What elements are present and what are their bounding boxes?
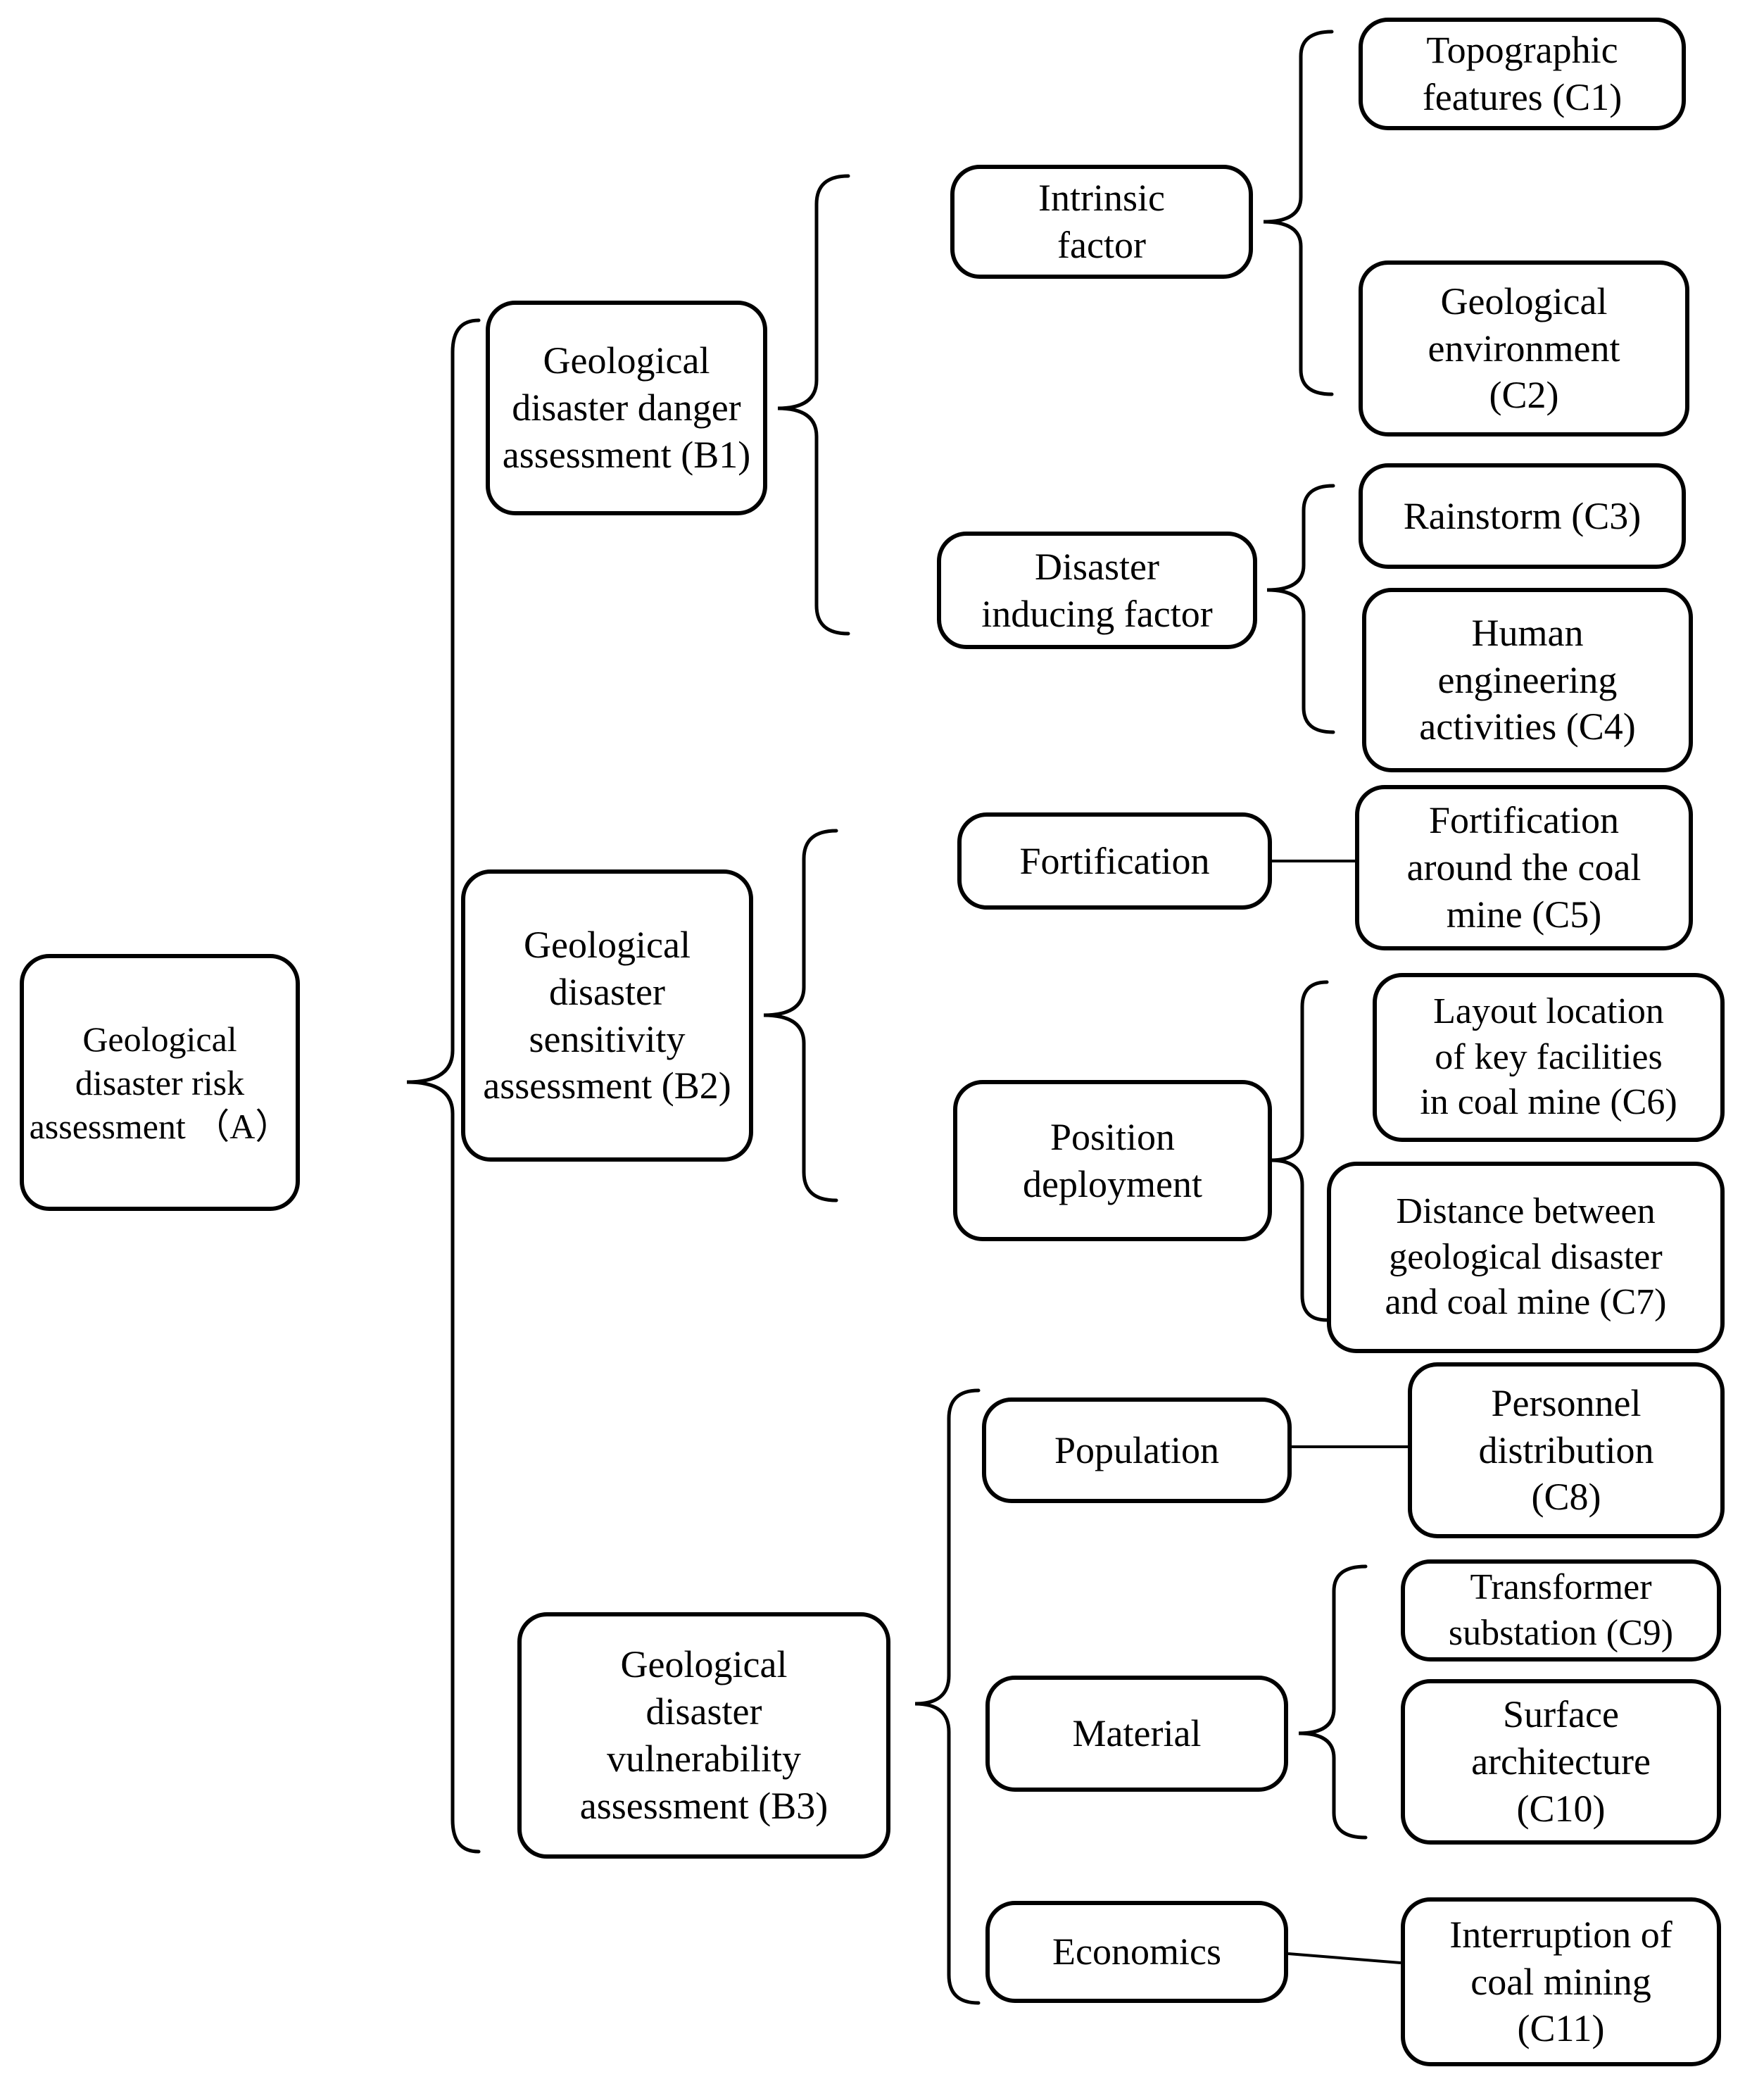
brace-b3-to-children	[914, 1388, 981, 2005]
node-a: Geological disaster risk assessment （A）	[20, 954, 300, 1211]
node-disaster-inducing-factor: Disaster inducing factor	[937, 532, 1257, 649]
node-c11: Interruption of coal mining (C11)	[1401, 1897, 1721, 2066]
node-c4: Human engineering activities (C4)	[1362, 588, 1693, 772]
node-population: Population	[982, 1397, 1292, 1503]
brace-position-to-c6c7	[1270, 980, 1329, 1322]
line-economics-to-c11	[1287, 1952, 1401, 1964]
brace-disaster-to-c3c4	[1266, 484, 1335, 734]
brace-b2-to-children	[763, 829, 838, 1202]
node-c1: Topographic features (C1)	[1359, 18, 1686, 130]
node-c8: Personnel distribution (C8)	[1408, 1362, 1725, 1538]
node-c5: Fortification around the coal mine (C5)	[1355, 785, 1693, 950]
node-b1: Geological disaster danger assessment (B…	[486, 301, 767, 515]
node-material: Material	[985, 1676, 1288, 1792]
node-c3: Rainstorm (C3)	[1359, 463, 1686, 569]
node-c9: Transformer substation (C9)	[1401, 1559, 1721, 1662]
node-c10: Surface architecture (C10)	[1401, 1679, 1721, 1845]
brace-b1-to-children	[777, 174, 850, 636]
node-economics: Economics	[985, 1901, 1288, 2003]
node-c6: Layout location of key facilities in coa…	[1373, 973, 1725, 1142]
node-intrinsic-factor: Intrinsic factor	[950, 165, 1253, 279]
node-position-deployment: Position deployment	[953, 1080, 1272, 1241]
node-b2: Geological disaster sensitivity assessme…	[461, 869, 753, 1162]
node-c2: Geological environment (C2)	[1359, 260, 1689, 436]
brace-intrinsic-to-c1c2	[1263, 30, 1334, 396]
node-b3: Geological disaster vulnerability assess…	[517, 1612, 890, 1859]
brace-material-to-c9c10	[1298, 1564, 1368, 1840]
node-c7: Distance between geological disaster and…	[1327, 1162, 1725, 1353]
node-fortification: Fortification	[957, 812, 1272, 910]
brace-a-to-b	[406, 318, 481, 1854]
